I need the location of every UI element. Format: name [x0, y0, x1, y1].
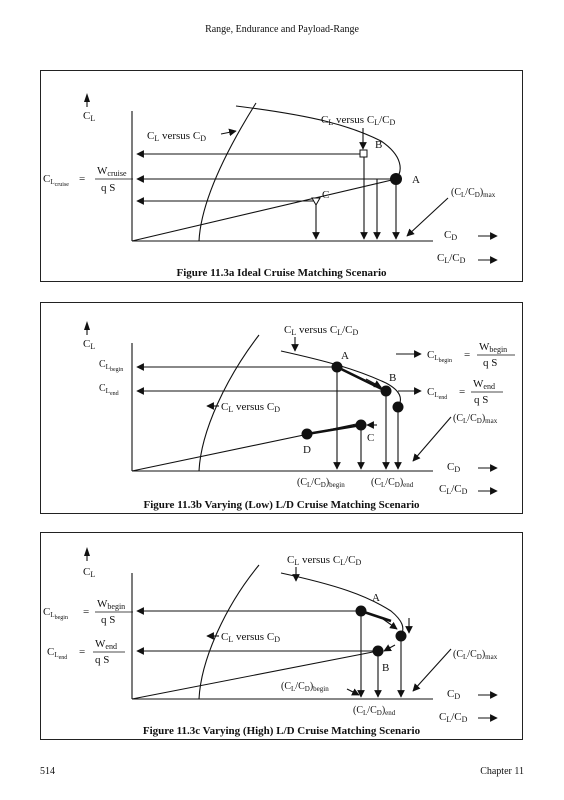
cl-axis-arrow-icon	[84, 547, 90, 556]
w-begin-denominator: q S	[101, 614, 115, 626]
point-a-label: A	[341, 350, 349, 362]
w-end-denominator: q S	[474, 394, 488, 406]
ld-axis-label: CL/CD	[437, 252, 466, 265]
w-begin-denominator: q S	[483, 357, 497, 369]
cl-versus-ld-upper-branch	[280, 350, 401, 408]
cl-begin-symbol: CLbegin	[43, 606, 68, 621]
path-a-to-b	[336, 365, 387, 393]
cl-versus-ld-lower-branch	[131, 650, 379, 700]
max-to-b-arrow-icon	[383, 644, 396, 652]
w-cruise-denominator: q S	[101, 182, 115, 194]
cl-begin-equals: =	[464, 349, 470, 361]
figure-11-3c-diagram: CL A B CL versus CL/CD CL versus CD CLbe…	[43, 547, 498, 724]
cl-versus-ld-lower-branch	[131, 178, 397, 242]
cl-axis-label: CL	[83, 566, 95, 579]
max-ld-label: (CL/CD)max	[453, 413, 498, 425]
cl-versus-ld-label: CL versus CL/CD	[284, 324, 358, 337]
point-a-marker	[390, 173, 402, 185]
cl-axis-arrow-icon	[84, 321, 90, 330]
point-b-marker	[359, 149, 368, 158]
point-b-label: B	[375, 139, 382, 151]
max-ld-pointer	[412, 416, 452, 462]
cl-versus-cd-curve	[198, 102, 257, 242]
figure-11-3b: CL A B C D CL versus CL/CD CL versus CD …	[40, 302, 523, 514]
w-begin-numerator: Wbegin	[479, 341, 507, 354]
path-d-to-c	[306, 423, 362, 436]
cl-begin-symbol: CLbegin	[99, 359, 123, 373]
w-cruise-numerator: Wcruise	[97, 165, 127, 178]
cl-end-equals: =	[459, 386, 465, 398]
point-max-marker	[395, 630, 407, 642]
point-c-label: C	[367, 432, 374, 444]
point-d-marker	[301, 428, 313, 440]
cd-axis-label: CD	[447, 688, 460, 701]
figure-11-3c: CL A B CL versus CL/CD CL versus CD CLbe…	[40, 532, 523, 740]
cl-versus-cd-label: CL versus CD	[221, 401, 280, 414]
cl-versus-cd-pointer	[220, 128, 237, 137]
point-a-label: A	[372, 592, 380, 604]
ld-end-label: (CL/CD)end	[371, 477, 414, 489]
w-end-numerator: Wend	[473, 378, 495, 391]
cl-versus-cd-label: CL versus CD	[147, 130, 206, 143]
point-max-marker	[392, 401, 404, 413]
cl-versus-cd-label: CL versus CD	[221, 631, 280, 644]
cl-axis-label: CL	[83, 338, 95, 351]
ld-begin-pointer	[346, 688, 360, 696]
cl-axis-arrow-icon	[84, 93, 90, 102]
a-to-b-arrow-icon	[365, 378, 382, 388]
figure-11-3a-diagram: CL B A C CL versus CD CL versus CL/CD CL…	[43, 93, 498, 265]
w-begin-numerator: Wbegin	[97, 598, 125, 611]
figure-11-3a-caption: Figure 11.3a Ideal Cruise Matching Scena…	[176, 267, 387, 279]
point-a-marker	[331, 361, 343, 373]
cl-end-symbol: CLend	[99, 383, 119, 397]
chapter-label: Chapter 11	[480, 766, 524, 777]
ld-end-label: (CL/CD)end	[353, 705, 396, 717]
point-b-marker	[372, 645, 384, 657]
max-ld-pointer	[412, 648, 452, 692]
cl-versus-ld-label: CL versus CL/CD	[321, 114, 395, 127]
point-c-marker	[311, 197, 321, 207]
max-ld-pointer	[406, 197, 449, 237]
ld-axis-label: CL/CD	[439, 711, 468, 724]
cl-versus-ld-label: CL versus CL/CD	[287, 554, 361, 567]
cl-axis-label: CL	[83, 110, 95, 123]
point-a-marker	[355, 605, 367, 617]
cd-axis-label: CD	[447, 461, 460, 474]
point-d-label: D	[303, 444, 311, 456]
point-c-label: C	[322, 189, 329, 201]
a-to-max-arrow-icon	[382, 618, 398, 630]
figure-11-3b-caption: Figure 11.3b Varying (Low) L/D Cruise Ma…	[143, 499, 420, 511]
cl-cruise-equals: =	[79, 173, 85, 185]
running-header: Range, Endurance and Payload-Range	[205, 24, 359, 35]
figure-11-3a: CL B A C CL versus CD CL versus CL/CD CL…	[40, 70, 523, 282]
figure-11-3b-diagram: CL A B C D CL versus CL/CD CL versus CD …	[83, 321, 515, 496]
max-ld-label: (CL/CD)max	[451, 187, 496, 199]
max-ld-label: (CL/CD)max	[453, 649, 498, 661]
cl-cruise-symbol: CLcruise	[43, 173, 69, 188]
point-b-marker	[380, 385, 392, 397]
w-end-numerator: Wend	[95, 638, 117, 651]
cl-versus-ld-upper-branch	[280, 572, 404, 637]
w-end-denominator: q S	[95, 654, 109, 666]
point-a-label: A	[412, 174, 420, 186]
ld-begin-label: (CL/CD)begin	[297, 477, 345, 489]
point-b-label: B	[382, 662, 389, 674]
point-b-label: B	[389, 372, 396, 384]
cl-end-equals: =	[79, 646, 85, 658]
cl-end-right-symbol: CLend	[427, 386, 447, 401]
cl-versus-ld-upper-branch	[235, 105, 401, 180]
cl-begin-equals: =	[83, 606, 89, 618]
figure-11-3c-caption: Figure 11.3c Varying (High) L/D Cruise M…	[142, 725, 421, 737]
cl-begin-right-symbol: CLbegin	[427, 349, 452, 364]
ld-begin-label: (CL/CD)begin	[281, 681, 329, 693]
cl-versus-cd-curve	[198, 564, 260, 700]
cl-end-symbol: CLend	[47, 646, 67, 661]
ld-axis-label: CL/CD	[439, 483, 468, 496]
point-c-marker	[355, 419, 367, 431]
page-number: 514	[40, 766, 55, 777]
cd-axis-label: CD	[444, 229, 457, 242]
